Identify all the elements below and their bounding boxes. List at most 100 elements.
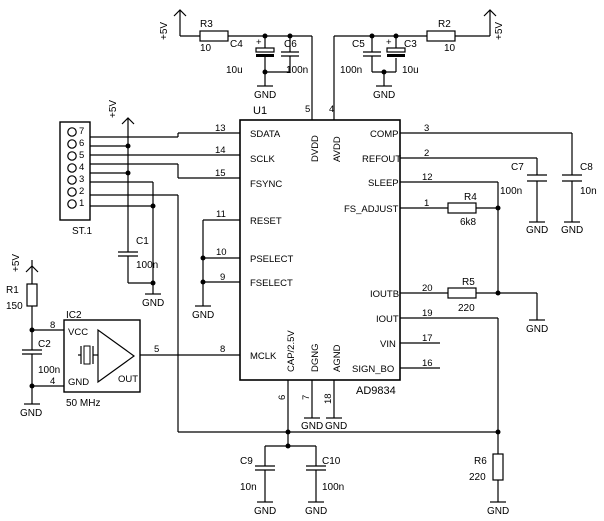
pin-num-19: 19 [422,308,433,319]
gnd-label: GND [526,324,548,335]
pin-num-20: 20 [422,283,433,294]
pin-num-7: 7 [301,395,312,400]
gnd-label: GND [142,298,164,309]
r3-value: 10 [200,43,212,54]
junction-dot [29,327,35,333]
c1-ref: C1 [136,236,149,247]
connector-pin-2 [67,187,77,197]
resistor-r5 [447,287,477,299]
pin-name-avdd: AVDD [332,136,343,162]
c3-plus: + [386,37,392,48]
connector-pin-label: 6 [79,138,84,149]
r2-value: 10 [444,43,456,54]
pin-num-17: 17 [422,333,433,344]
connector-pin-label: 3 [79,174,84,185]
pin-name-refout: REFOUT [362,154,401,165]
ic2-pin-5: 5 [154,344,159,355]
c4-ref: C4 [230,39,243,50]
pin-num-3: 3 [424,123,429,134]
pin-name-sclk: SCLK [250,154,275,165]
pin-num-14: 14 [215,145,226,156]
pin-name-fselect: FSELECT [250,278,293,289]
gnd-label: GND [373,90,395,101]
vcc-label: +5V [494,22,505,40]
r5-ref: R5 [462,277,475,288]
resistor-r6 [492,453,504,481]
pin-num-4: 4 [329,104,334,115]
pin-name-fsync: FSYNC [250,179,282,190]
junction-dot [125,170,131,176]
junction-dot [369,33,375,39]
gnd-label: GND [305,506,327,517]
pin-name-mclk: MCLK [250,351,277,362]
ic2-freq: 50 MHz [66,398,100,409]
gnd-label: GND [254,506,276,517]
ic2-oscillator: IC2 VCC GND OUT 50 MHz 8 4 5 [50,310,159,409]
c3-value: 10u [402,65,419,76]
r2-ref: R2 [438,19,451,30]
pin-name-pselect: PSELECT [250,254,293,265]
capacitor-c4-plate [255,47,275,53]
junctions [29,33,501,449]
resistor-r3 [199,30,229,42]
c10-ref: C10 [322,456,341,467]
pin-name-reset: RESET [250,216,282,227]
connector-pin-4 [67,163,77,173]
gnd-label: GND [325,421,347,432]
junction-dot [262,33,268,39]
vcc-label: +5V [159,22,170,40]
vcc-arrow-icon [121,117,135,125]
pin-name-agnd: AGND [332,344,343,372]
junction-dot [285,429,291,435]
capacitor-c4-plate-neg [256,54,274,57]
c1-value: 100n [136,260,158,271]
r6-value: 220 [469,472,486,483]
gnd-label: GND [301,421,323,432]
gnd-label: GND [192,310,214,321]
u1-part: AD9834 [356,385,396,397]
connector-st1: 7 6 5 4 3 2 1 ST.1 [59,121,92,237]
c6-value: 100n [286,65,308,76]
junction-dot [393,33,399,39]
c8-ref: C8 [580,162,593,173]
r1-value: 150 [6,301,23,312]
connector-ref: ST.1 [72,226,92,237]
c5-value: 100n [340,65,362,76]
ic2-pin-8: 8 [50,320,55,331]
pin-num-9: 9 [220,272,225,283]
junction-dot [285,443,291,449]
vcc-label: +5V [11,254,22,272]
c10-value: 100n [322,482,344,493]
pin-name-fs-adjust: FS_ADJUST [344,204,399,215]
connector-pin-label: 1 [79,198,84,209]
ic2-out-label: OUT [118,374,138,385]
connector-pin-label: 5 [79,150,84,161]
junction-dot [29,383,35,389]
c8-value: 10n [580,186,597,197]
ground-symbols: GND GND GND GND GND GND GND GND GND GND … [20,85,583,517]
u1-body [239,119,401,381]
pin-name-comp: COMP [370,129,399,140]
pin-num-12: 12 [422,172,433,183]
c4-value: 10u [226,65,243,76]
c2-value: 100n [38,365,60,376]
pin-num-10: 10 [216,247,227,258]
r4-ref: R4 [464,192,477,203]
ic2-gnd-label: GND [68,377,89,388]
capacitor-c3-plate-neg [387,54,405,57]
buffer-triangle [97,328,136,384]
pin-num-2: 2 [424,148,429,159]
junction-dot [200,279,206,285]
c9-value: 10n [240,482,257,493]
c2-ref: C2 [38,339,51,350]
u1-ref: U1 [253,105,267,117]
gnd-label: GND [487,506,509,517]
pin-name-sleep: SLEEP [368,178,399,189]
connector-pin-label: 2 [79,186,84,197]
ic2-ref: IC2 [66,310,82,321]
r1-ref: R1 [6,285,19,296]
c7-value: 100n [500,186,522,197]
crystal-icon [83,345,91,365]
gnd-label: GND [526,225,548,236]
